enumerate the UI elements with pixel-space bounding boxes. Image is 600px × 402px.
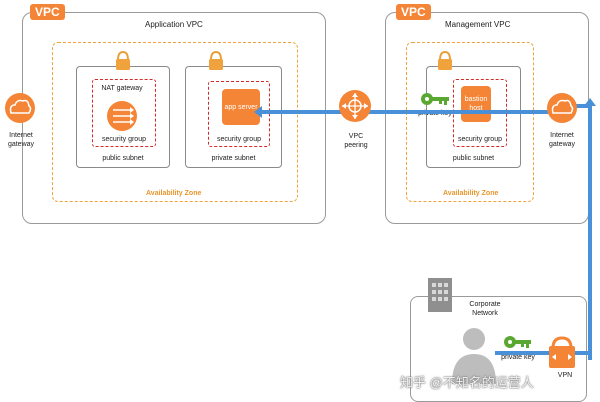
left-gateway-label: Internet gateway — [7, 132, 35, 148]
app-server: app server — [222, 89, 260, 125]
key-icon — [421, 93, 449, 105]
bastion-host: bastion host — [461, 86, 491, 122]
vpc-peering-icon — [339, 90, 371, 122]
app-public-subnet-label: public subnet — [102, 155, 144, 162]
application-vpc-tag: VPC — [30, 4, 65, 20]
mgmt-public-subnet-label: public subnet — [452, 155, 495, 162]
key-icon — [504, 336, 531, 348]
app-server-sg-label: security group — [217, 136, 261, 143]
peering-arrowhead — [254, 106, 262, 118]
corporate-network-title: Corporate Network — [469, 301, 501, 317]
lock-icon — [438, 50, 452, 70]
application-availability-zone — [52, 42, 298, 202]
lock-icon — [209, 50, 223, 70]
nat-gateway-label: NAT gateway — [101, 85, 143, 92]
app-private-subnet-label: private subnet — [211, 155, 256, 162]
building-icon — [428, 278, 452, 312]
application-az-label: Availability Zone — [146, 190, 202, 197]
nat-gateway-icon — [107, 101, 137, 131]
watermark: 知乎 @不知名的运营人 — [400, 375, 534, 390]
corporate-private-key-label: private key — [501, 354, 535, 361]
vpn-lock-icon — [549, 336, 575, 368]
right-gateway-label: Internet gateway — [548, 132, 576, 148]
management-availability-zone — [406, 42, 534, 202]
app-nat-sg-label: security group — [102, 136, 146, 143]
user-icon — [452, 328, 496, 384]
app-nat-security-group: security group — [92, 79, 156, 147]
right-internet-gateway-icon — [547, 93, 577, 123]
application-vpc-title: Application VPC — [145, 20, 203, 29]
management-vpc-title: Management VPC — [445, 20, 511, 29]
connector-lines — [254, 98, 596, 360]
vpn-label: VPN — [557, 372, 573, 379]
management-vpc-tag: VPC — [396, 4, 431, 20]
vpc-peering-label: VPC peering — [344, 133, 368, 149]
vpn-arrowhead — [584, 98, 596, 106]
lock-icon — [116, 50, 130, 70]
management-az-label: Availability Zone — [443, 190, 499, 197]
bastion-sg-label: security group — [458, 136, 502, 143]
left-internet-gateway-icon — [5, 93, 35, 123]
